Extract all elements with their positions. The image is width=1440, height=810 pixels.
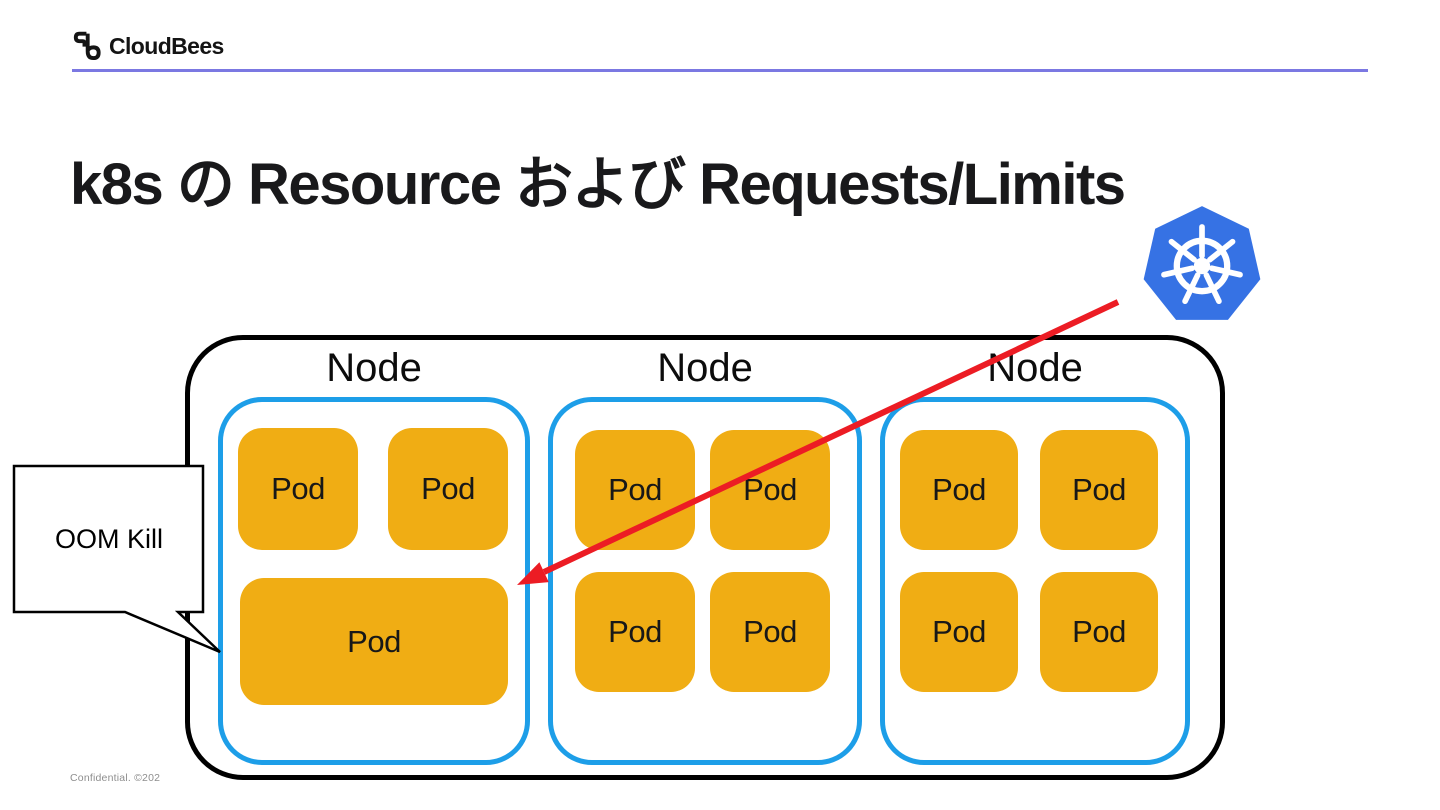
brand-name: CloudBees <box>109 33 224 59</box>
pod: Pod <box>238 428 358 550</box>
node-2-label: Node <box>657 346 753 390</box>
pod: Pod <box>1040 430 1158 550</box>
pod: Pod <box>575 430 695 550</box>
header-divider <box>72 69 1368 72</box>
node-1: Node Pod Pod Pod <box>218 345 530 765</box>
pod: Pod <box>1040 572 1158 692</box>
node-1-label: Node <box>326 346 422 390</box>
pod: Pod <box>900 572 1018 692</box>
node-2-box: Pod Pod Pod Pod <box>548 397 862 765</box>
node-2: Node Pod Pod Pod Pod <box>548 345 862 765</box>
node-3: Node Pod Pod Pod Pod <box>880 345 1190 765</box>
node-3-label: Node <box>987 346 1083 390</box>
confidential-footer: Confidential. ©202 <box>70 772 161 784</box>
pod: Pod <box>900 430 1018 550</box>
node-3-box: Pod Pod Pod Pod <box>880 397 1190 765</box>
pod: Pod <box>710 572 830 692</box>
pod: Pod <box>388 428 508 550</box>
cloudbees-icon <box>73 31 101 61</box>
pod: Pod <box>710 430 830 550</box>
brand-logo: CloudBees <box>72 30 224 62</box>
node-1-box: Pod Pod Pod <box>218 397 530 765</box>
slide-title: k8s の Resource および Requests/Limits <box>70 151 1126 217</box>
pod-wide-oom-killed: Pod <box>240 578 508 705</box>
pod: Pod <box>575 572 695 692</box>
oom-kill-label: OOM Kill <box>55 524 163 554</box>
kubernetes-icon <box>1143 206 1261 320</box>
